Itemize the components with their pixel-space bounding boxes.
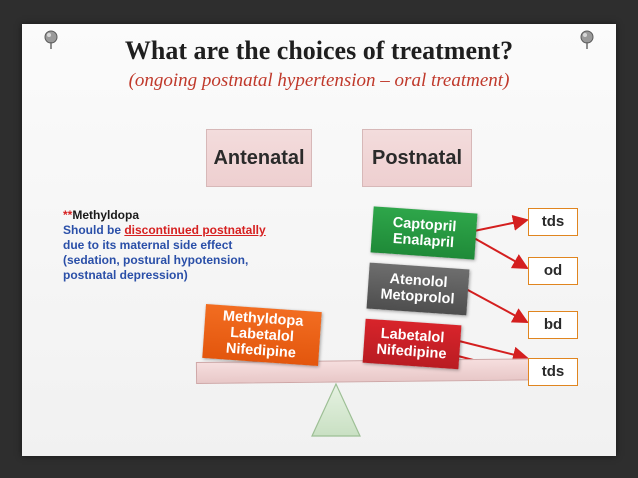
note-line-c: due to its maternal side effect (63, 238, 233, 252)
frequency-tag-3: bd (528, 311, 578, 339)
slide-title: What are the choices of treatment? (124, 36, 514, 65)
arrow-atenolol-bd (465, 288, 529, 323)
postnatal-header: Postnatal (362, 129, 472, 187)
arrow-labetalol-tds (454, 339, 529, 363)
antenatal-drugs-box: Methyldopa Labetalol Nifedipine (202, 304, 322, 366)
slide-subtitle: (ongoing postnatal hypertension – oral t… (128, 70, 510, 91)
postnatal-drug: Enalapril (392, 230, 455, 252)
note-drug: Methyldopa (72, 208, 140, 222)
postnatal-box-beta: Atenolol Metoprolol (366, 262, 470, 316)
postnatal-box-mixed: Labetalol Nifedipine (362, 318, 462, 370)
antenatal-header: Antenatal (206, 129, 312, 187)
pushpin-icon (576, 28, 598, 50)
note-line-d: (sedation, postural hypotension, (63, 253, 249, 267)
postnatal-box-ace: Captopril Enalapril (370, 206, 478, 260)
frequency-tag-2: od (528, 257, 578, 285)
pushpin-icon (40, 28, 62, 50)
frequency-tag-1: tds (528, 208, 578, 236)
methyldopa-note: **Methyldopa Should be discontinued post… (63, 208, 323, 283)
note-emphasis: discontinued postnatally (124, 223, 266, 237)
arrow-captopril-tds (473, 215, 529, 232)
paper-card (22, 24, 616, 456)
note-line-e: postnatal depression) (63, 268, 188, 282)
frequency-tag-4: tds (528, 358, 578, 386)
fulcrum (311, 382, 361, 437)
note-line-a: Should be (63, 223, 125, 237)
note-prefix: ** (63, 208, 73, 222)
arrow-enalapril-od (473, 237, 529, 269)
